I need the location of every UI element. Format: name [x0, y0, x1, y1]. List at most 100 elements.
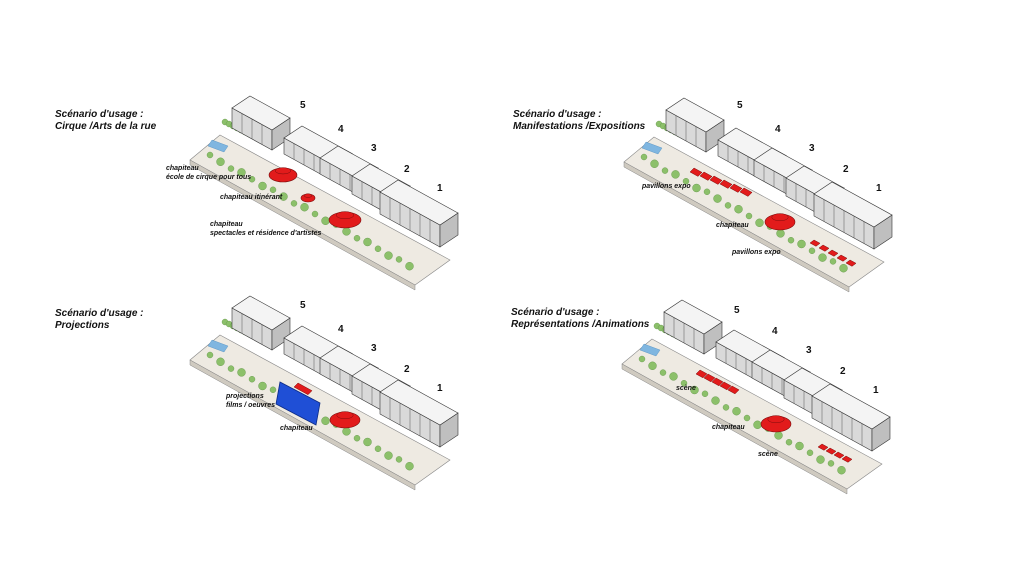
tree: [342, 427, 351, 436]
building-1-roof: [379, 179, 459, 226]
scenario-title-line2: Manifestations /Expositions: [513, 121, 646, 132]
label-spectacles-residence: spectacles et résidence d'artistes: [210, 230, 322, 237]
chapiteau-top: [771, 213, 789, 222]
scene: [817, 443, 829, 451]
tree: [722, 404, 730, 411]
building-5-roof: [231, 95, 291, 131]
tree: [395, 256, 403, 263]
label-chapiteau: chapiteau: [280, 425, 313, 432]
pavillon-expo: [729, 183, 743, 193]
block-number-5: 5: [734, 305, 740, 316]
block-number-4: 4: [772, 326, 778, 337]
block-number-3: 3: [371, 143, 377, 154]
building-1-roof: [379, 379, 459, 426]
label-chapiteau: chapiteau: [712, 424, 745, 431]
water-patch: [207, 339, 229, 353]
tree: [829, 258, 837, 265]
block-number-2: 2: [404, 164, 410, 175]
chapiteau-spectacles-top: [335, 211, 355, 220]
scene: [703, 373, 716, 383]
scenario-title: Scénario d'usage : Représentations /Anim…: [511, 307, 649, 331]
tree: [732, 406, 741, 416]
site-axonometric-drawing: [623, 97, 893, 293]
tree: [659, 369, 667, 376]
ground-edge: [623, 161, 850, 293]
tree: [237, 368, 246, 377]
scene: [719, 381, 732, 391]
tree: [405, 461, 414, 471]
tree: [661, 167, 669, 174]
tree: [816, 455, 825, 464]
tree: [227, 365, 235, 372]
tree: [300, 202, 309, 212]
building-1-roof: [813, 181, 893, 228]
scenario-title-line1: Scénario d'usage :: [513, 109, 602, 120]
block-number-1: 1: [873, 385, 879, 396]
block-number-5: 5: [737, 100, 743, 111]
tree: [374, 245, 382, 253]
tree: [753, 420, 762, 430]
block-number-4: 4: [338, 324, 344, 335]
tree: [743, 414, 751, 422]
tree: [206, 151, 214, 159]
chapiteau-ecole-cirque-top: [275, 167, 291, 175]
tree: [638, 355, 646, 363]
tree: [363, 437, 372, 447]
scenario-panel-manifestations: Scénario d'usage : Manifestations /Expos…: [440, 97, 955, 317]
scenario-panel-cirque: Scénario d'usage : Cirque /Arts de la ru…: [0, 95, 515, 315]
tree: [671, 170, 680, 179]
tree: [363, 237, 372, 247]
tree: [321, 416, 330, 426]
scenario-title: Scénario d'usage : Cirque /Arts de la ru…: [55, 109, 156, 133]
ground-edge: [189, 359, 416, 491]
block-number-3: 3: [806, 345, 812, 356]
pavillon-expo: [818, 244, 830, 252]
scenario-title-line1: Scénario d'usage :: [55, 308, 144, 319]
label-chapiteau: chapiteau: [716, 222, 749, 229]
tree: [321, 216, 330, 226]
tree: [669, 372, 678, 381]
label-pavillons-expo-1: pavillons expo: [642, 183, 691, 190]
tree: [818, 253, 827, 262]
pavillon-expo: [845, 259, 857, 267]
tree: [713, 194, 722, 203]
scene: [727, 385, 740, 395]
tree: [269, 386, 277, 394]
pavillon-expo: [689, 167, 703, 177]
tree: [353, 234, 361, 242]
scenario-title: Scénario d'usage : Projections: [55, 308, 144, 332]
block-number-2: 2: [843, 164, 849, 175]
tree: [395, 456, 403, 463]
block-number-5: 5: [300, 100, 306, 111]
site-axonometric-drawing: [189, 295, 459, 491]
tree: [258, 381, 267, 391]
scenario-title: Scénario d'usage : Manifestations /Expos…: [513, 109, 645, 133]
tree: [216, 157, 225, 167]
tree: [682, 177, 690, 185]
scene: [695, 369, 708, 379]
chapiteau-top: [767, 415, 785, 424]
tree: [837, 465, 846, 475]
building-5-roof: [663, 299, 723, 335]
water-patch: [639, 343, 661, 357]
pavillon-expo: [719, 179, 733, 189]
tree: [237, 168, 246, 177]
tree: [711, 396, 720, 405]
building-5-roof: [665, 97, 725, 133]
tree: [384, 451, 393, 460]
building-5-roof: [231, 295, 291, 331]
tree: [690, 385, 699, 395]
pavillon-expo: [827, 249, 839, 257]
tree: [787, 236, 795, 244]
scenario-title-line1: Scénario d'usage :: [55, 109, 144, 120]
pavillon-expo: [699, 171, 713, 181]
tree: [776, 229, 785, 238]
tree: [774, 431, 783, 440]
tree: [374, 445, 382, 453]
tree: [342, 227, 351, 236]
tree: [795, 441, 804, 451]
scene: [833, 451, 845, 459]
label-films-oeuvres: films / oeuvres: [226, 402, 276, 409]
scene: [711, 377, 724, 387]
tree: [353, 434, 361, 442]
